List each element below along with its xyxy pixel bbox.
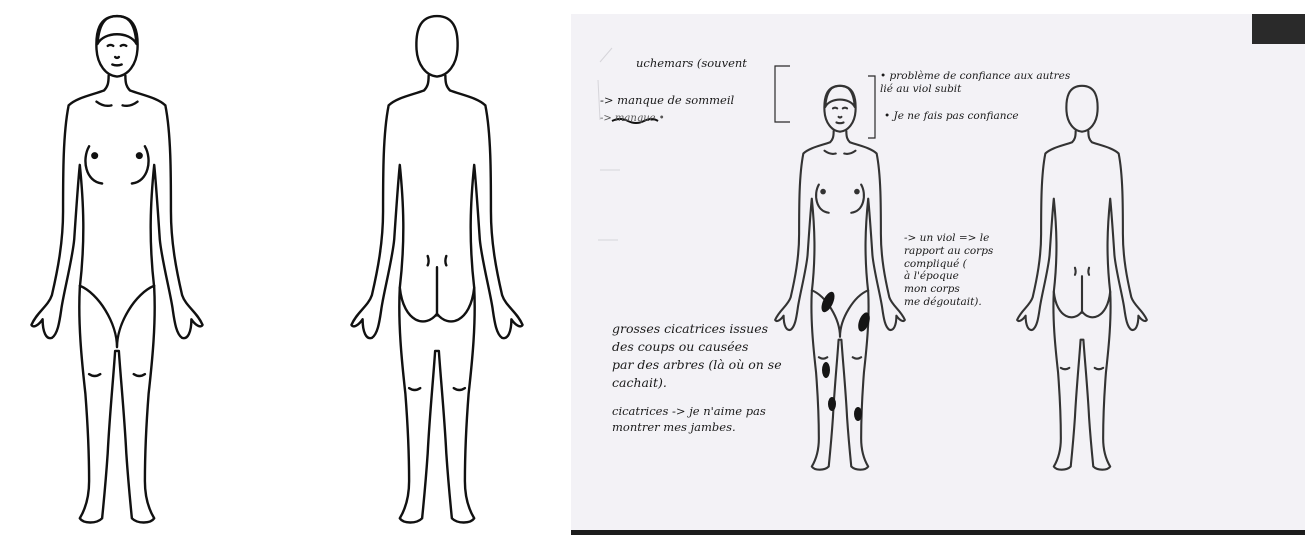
note-confiance-autres: • problème de confiance aux autres lié a…: [880, 70, 1070, 96]
paper-fold-lines: [598, 48, 620, 240]
template-front-figure: [31, 16, 202, 522]
note-confiance-soi: • Je ne fais pas confiance: [884, 110, 1019, 123]
note-viol: -> un viol => le rapport au corps compli…: [904, 232, 993, 309]
note-crossed-item: -> manque •: [600, 113, 665, 125]
annotated-back-figure: [1017, 86, 1147, 470]
note-cauchemars: uchemars (souvent: [636, 56, 747, 70]
note-cicatrices-coups: grosses cicatrices issues des coups ou c…: [612, 320, 782, 393]
template-back-figure: [351, 16, 522, 522]
note-cicatrices-jambes: cicatrices -> je n'aime pas montrer mes …: [612, 404, 766, 435]
note-manque-sommeil: -> manque de sommeil: [600, 93, 734, 107]
annotated-front-figure: [775, 86, 905, 470]
